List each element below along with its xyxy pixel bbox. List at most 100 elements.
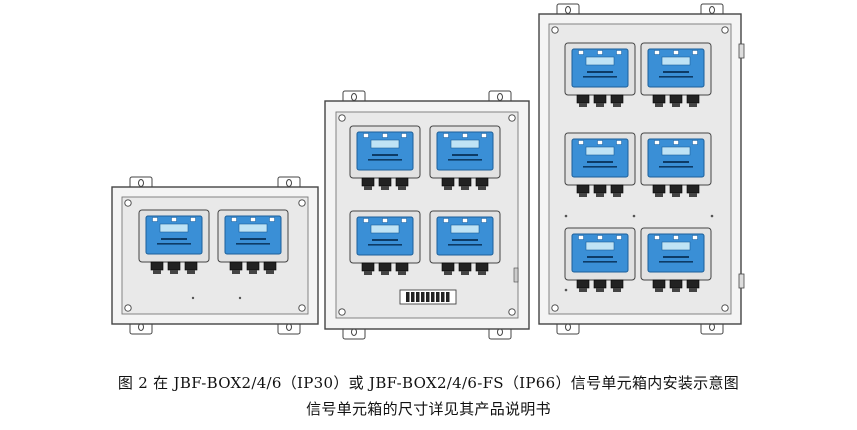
- module-led: [171, 217, 177, 222]
- module-display: [661, 241, 691, 251]
- cable-gland-tail: [689, 288, 697, 292]
- cable-gland-tail: [672, 288, 680, 292]
- module-display: [238, 223, 268, 233]
- cable-gland: [593, 184, 607, 194]
- module-led: [250, 217, 256, 222]
- module-label-line: [368, 159, 402, 161]
- cable-gland-tail: [232, 270, 240, 274]
- module-label-line: [659, 166, 693, 168]
- mount-hole: [191, 296, 195, 300]
- cable-gland: [167, 261, 181, 271]
- module-led: [269, 217, 275, 222]
- cable-gland: [686, 184, 700, 194]
- module-led: [597, 140, 603, 145]
- cable-gland-tail: [596, 193, 604, 197]
- module-display: [450, 224, 480, 234]
- module-led: [462, 218, 468, 223]
- module-led: [190, 217, 196, 222]
- module-led: [363, 133, 369, 138]
- module-led: [401, 133, 407, 138]
- cable-gland-tail: [381, 271, 389, 275]
- cable-gland-tail: [596, 288, 604, 292]
- cable-gland: [610, 94, 624, 104]
- cable-gland-tail: [398, 186, 406, 190]
- cable-gland: [652, 94, 666, 104]
- terminal: [411, 292, 415, 302]
- module-led: [654, 140, 660, 145]
- cable-gland: [229, 261, 243, 271]
- terminal-block: [399, 289, 457, 305]
- cable-gland: [576, 94, 590, 104]
- module-label-line: [236, 243, 270, 245]
- screw: [298, 199, 306, 207]
- signal-module: [349, 125, 421, 190]
- cable-gland: [263, 261, 277, 271]
- cable-gland: [361, 262, 375, 272]
- cable-gland: [441, 262, 455, 272]
- cable-gland-tail: [655, 193, 663, 197]
- module-led: [401, 218, 407, 223]
- cable-gland-tail: [398, 271, 406, 275]
- screw: [551, 26, 559, 34]
- cable-gland: [686, 279, 700, 289]
- cable-gland: [246, 261, 260, 271]
- module-led: [382, 133, 388, 138]
- signal-module: [640, 42, 712, 107]
- screw: [721, 26, 729, 34]
- module-led: [382, 218, 388, 223]
- cable-gland: [378, 177, 392, 187]
- module-display: [585, 241, 615, 251]
- cable-gland-tail: [153, 270, 161, 274]
- module-label-line: [587, 256, 613, 258]
- cable-gland-tail: [478, 271, 486, 275]
- module-led: [481, 218, 487, 223]
- cable-gland: [395, 262, 409, 272]
- terminal: [426, 292, 430, 302]
- cable-gland: [576, 279, 590, 289]
- cable-gland: [610, 184, 624, 194]
- module-label-line: [583, 76, 617, 78]
- signal-module: [429, 210, 501, 275]
- signal-module: [564, 132, 636, 197]
- screw: [124, 199, 132, 207]
- module-display: [450, 139, 480, 149]
- module-display: [661, 146, 691, 156]
- module-display: [370, 224, 400, 234]
- module-led: [616, 235, 622, 240]
- module-label-line: [452, 239, 478, 241]
- cable-gland: [652, 279, 666, 289]
- screw: [338, 114, 346, 122]
- cable-gland-tail: [461, 271, 469, 275]
- cable-gland-tail: [364, 271, 372, 275]
- module-led: [443, 133, 449, 138]
- module-label-line: [452, 154, 478, 156]
- module-display: [661, 56, 691, 66]
- cable-gland-tail: [689, 193, 697, 197]
- door-hinge: [738, 43, 745, 59]
- cabinet-box-2: [111, 176, 319, 335]
- module-led: [692, 235, 698, 240]
- cable-gland-tail: [249, 270, 257, 274]
- cable-gland-tail: [266, 270, 274, 274]
- screw: [338, 308, 346, 316]
- module-led: [673, 140, 679, 145]
- cable-gland: [361, 177, 375, 187]
- cable-gland-tail: [187, 270, 195, 274]
- module-led: [152, 217, 158, 222]
- cable-gland: [576, 184, 590, 194]
- screw: [721, 304, 729, 312]
- cable-gland-tail: [579, 288, 587, 292]
- screw: [551, 304, 559, 312]
- signal-module: [349, 210, 421, 275]
- terminal: [406, 292, 410, 302]
- terminal: [421, 292, 425, 302]
- module-led: [462, 133, 468, 138]
- cable-gland-tail: [381, 186, 389, 190]
- mount-hole: [710, 214, 714, 218]
- mount-hole: [564, 214, 568, 218]
- cable-gland: [458, 262, 472, 272]
- module-led: [616, 50, 622, 55]
- terminal: [446, 292, 450, 302]
- cable-gland-tail: [364, 186, 372, 190]
- module-led: [654, 235, 660, 240]
